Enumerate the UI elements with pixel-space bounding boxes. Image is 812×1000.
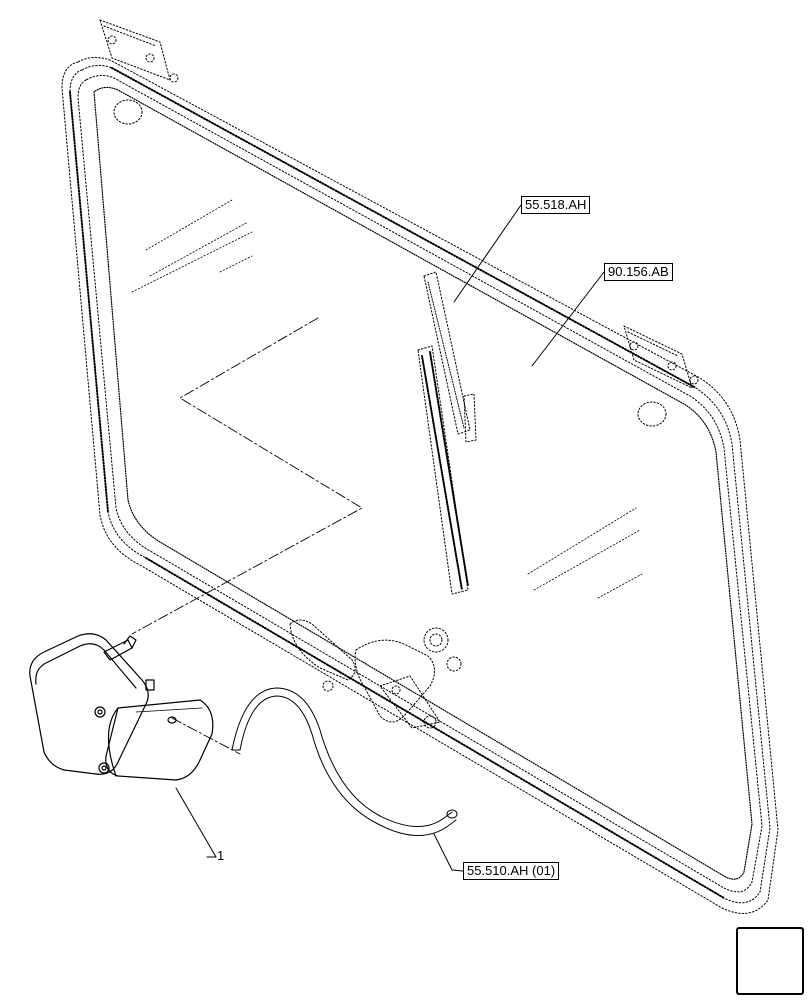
washer-hose bbox=[231, 687, 458, 836]
top-hinge bbox=[99, 19, 179, 125]
callout-wiper-arm[interactable]: 55.518.AH bbox=[521, 196, 591, 214]
navigation-arrow-box[interactable] bbox=[736, 927, 804, 995]
callout-wiper-motor[interactable]: 1 bbox=[217, 848, 225, 863]
callout-washer-hose[interactable]: 55.510.AH (01) bbox=[463, 862, 560, 880]
window-frame bbox=[61, 56, 779, 914]
right-hinge bbox=[623, 325, 699, 427]
callout-window-glass[interactable]: 90.156.AB bbox=[604, 263, 673, 281]
wiper-motor bbox=[29, 633, 214, 781]
leader-lines bbox=[175, 204, 605, 872]
assembly-axis bbox=[131, 317, 363, 755]
wiper-assembly bbox=[417, 271, 477, 595]
glass-reflections bbox=[131, 199, 643, 599]
pivot-linkage bbox=[289, 619, 462, 729]
